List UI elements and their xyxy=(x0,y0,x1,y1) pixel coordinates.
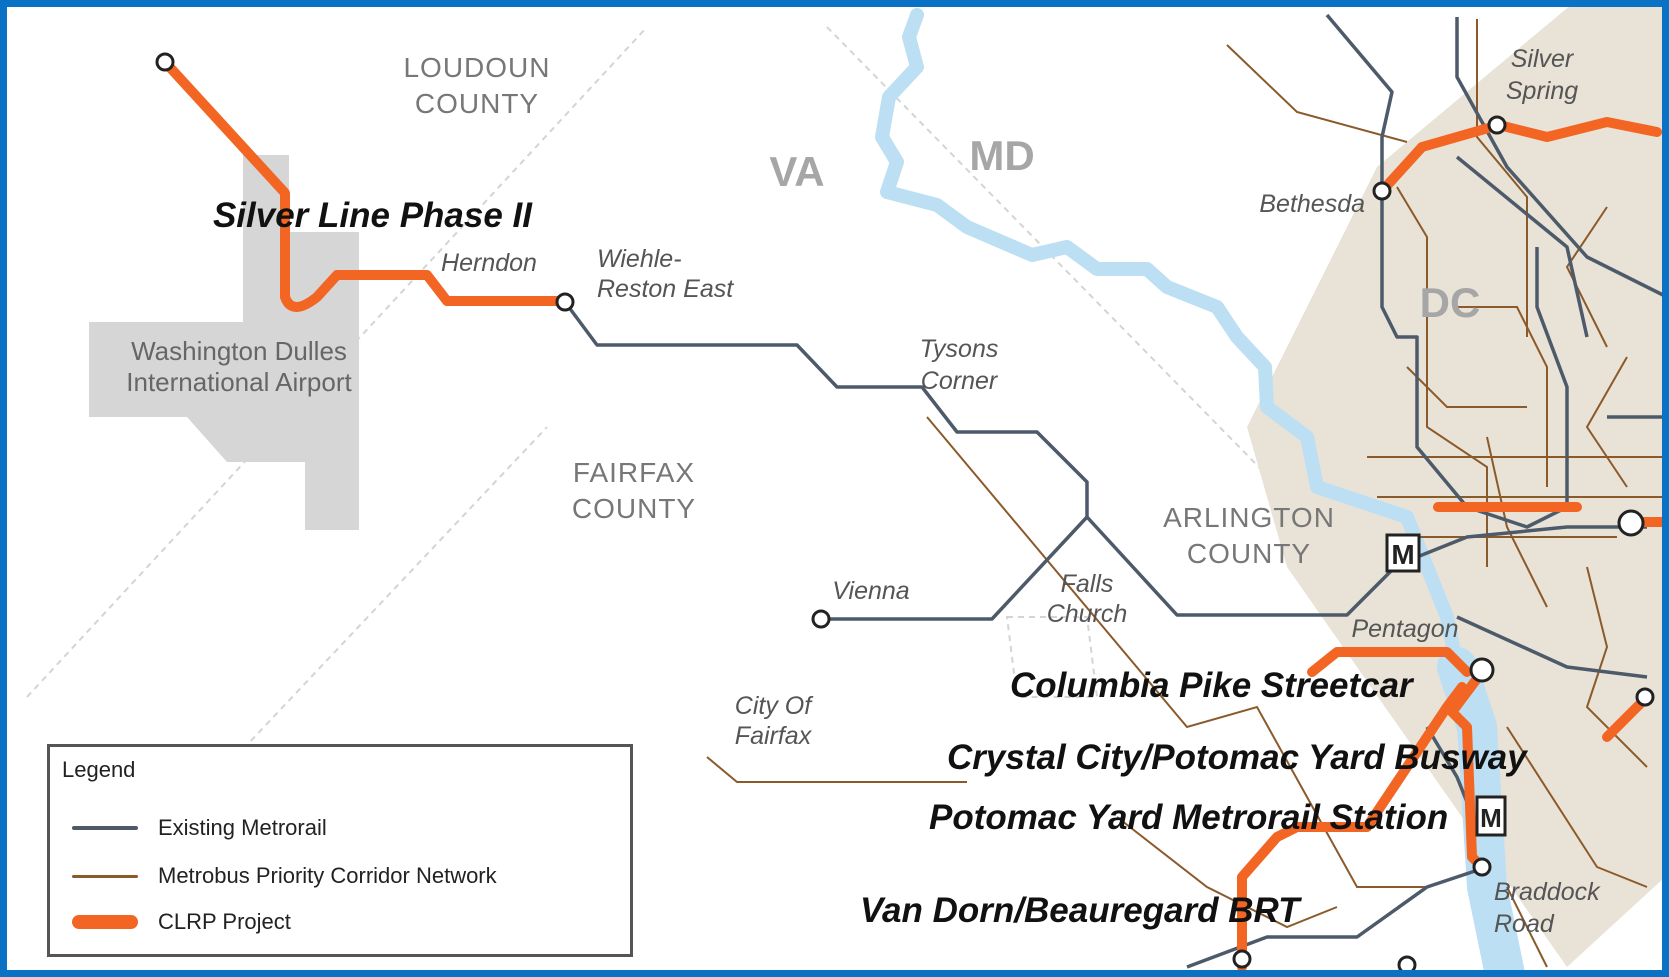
dc-label: DC xyxy=(1420,279,1481,326)
city-of-fairfax-label-1: City Of xyxy=(735,692,814,720)
arlington-county-label-1: ARLINGTON xyxy=(1163,502,1335,533)
dc-area xyxy=(1247,7,1662,967)
falls-church-label-1: Falls xyxy=(1061,570,1114,598)
silver-spring-label-2: Spring xyxy=(1506,77,1578,105)
station-marker-silver-spring xyxy=(1487,115,1507,135)
md-label: MD xyxy=(969,132,1034,179)
station-marker-pentagon xyxy=(1469,657,1495,683)
metro-icon-potomac-yard: M xyxy=(1475,795,1507,837)
metro-icon-pentagon-city: M xyxy=(1385,533,1421,573)
station-marker-union-station xyxy=(1617,509,1645,537)
dulles-airport-area xyxy=(89,155,359,530)
van-dorn-brt-route xyxy=(1237,682,1467,970)
legend: Legend Existing Metrorail Metrobus Prior… xyxy=(47,744,633,957)
vienna-label: Vienna xyxy=(832,577,909,605)
bethesda-label: Bethesda xyxy=(1259,190,1365,218)
region-labels: LOUDOUN COUNTY FAIRFAX COUNTY ARLINGTON … xyxy=(403,52,1335,750)
metro-icon-glyph: M xyxy=(1391,539,1414,570)
fairfax-county-label-2: COUNTY xyxy=(572,493,696,524)
station-marker-vienna xyxy=(811,609,831,629)
tysons-label-2: Corner xyxy=(921,367,999,395)
fairfax-county-label-1: FAIRFAX xyxy=(573,457,695,488)
airport-label-2: International Airport xyxy=(126,367,352,397)
va-label: VA xyxy=(769,148,824,195)
silver-line-phase-2-route xyxy=(160,57,570,312)
van-dorn-brt-label: Van Dorn/Beauregard BRT xyxy=(860,891,1302,930)
legend-item-metrobus: Metrobus Priority Corridor Network xyxy=(72,861,497,891)
airport-label: Washington Dulles International Airport xyxy=(126,336,352,397)
pentagon-label: Pentagon xyxy=(1351,615,1458,643)
loudoun-county-label-1: LOUDOUN xyxy=(403,52,550,83)
arlington-county-label-2: COUNTY xyxy=(1187,538,1311,569)
silver-spring-label-1: Silver xyxy=(1511,45,1575,73)
station-marker-wiehle xyxy=(555,292,575,312)
wiehle-label-1: Wiehle- xyxy=(597,245,682,273)
wiehle-label-2: Reston East xyxy=(597,275,734,303)
map-canvas: M M LOUDOUN COUNTY FAIRFAX COUNTY ARLING… xyxy=(26,7,1662,970)
legend-swatch-metrobus xyxy=(72,874,138,878)
station-marker-bethesda xyxy=(1372,181,1392,201)
legend-label-metrobus: Metrobus Priority Corridor Network xyxy=(158,863,497,888)
legend-item-clrp: CLRP Project xyxy=(72,907,291,937)
braddock-label-1: Braddock xyxy=(1494,878,1601,906)
station-marker-east xyxy=(1635,687,1655,707)
legend-swatch-clrp xyxy=(72,915,138,929)
md-purple-line-route xyxy=(1377,117,1662,196)
station-marker-braddock xyxy=(1472,857,1492,877)
airport-label-1: Washington Dulles xyxy=(131,336,347,366)
falls-church-label-2: Church xyxy=(1047,600,1128,628)
station-marker-king-st xyxy=(1397,955,1417,970)
metro-icon-glyph: M xyxy=(1480,803,1502,833)
city-of-fairfax-label-2: Fairfax xyxy=(735,722,813,750)
station-marker-loudoun xyxy=(155,52,175,72)
crystal-city-busway-label: Crystal City/Potomac Yard Busway xyxy=(947,738,1528,777)
herndon-label: Herndon xyxy=(441,249,537,277)
legend-swatch-metrorail xyxy=(72,826,138,830)
braddock-label-2: Road xyxy=(1494,910,1555,938)
legend-label-clrp: CLRP Project xyxy=(158,909,291,934)
potomac-yard-station-label: Potomac Yard Metrorail Station xyxy=(929,798,1448,837)
project-labels: Silver Line Phase II Columbia Pike Stree… xyxy=(213,196,1528,930)
state-labels: VA MD DC xyxy=(769,132,1480,326)
legend-label-metrorail: Existing Metrorail xyxy=(158,815,327,840)
station-labels: Herndon Wiehle- Reston East Tysons Corne… xyxy=(441,45,1601,938)
legend-item-metrorail: Existing Metrorail xyxy=(72,813,327,843)
station-marker-van-dorn xyxy=(1232,949,1252,969)
legend-title: Legend xyxy=(62,757,136,782)
station-markers xyxy=(155,52,1655,970)
columbia-pike-streetcar-route xyxy=(1307,647,1472,677)
loudoun-county-label-2: COUNTY xyxy=(415,88,539,119)
columbia-pike-streetcar-label: Columbia Pike Streetcar xyxy=(1010,666,1415,705)
tysons-label-1: Tysons xyxy=(920,335,999,363)
silver-line-phase-2-label: Silver Line Phase II xyxy=(213,196,533,235)
